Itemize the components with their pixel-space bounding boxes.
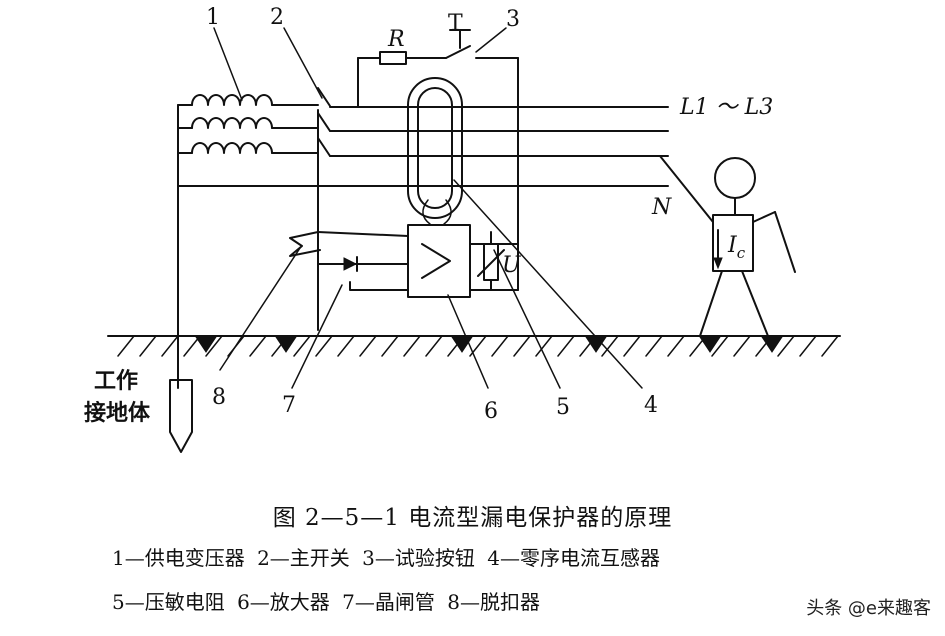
phase-lines [329,106,669,157]
ground-body-label-2: 接地体 [84,400,151,426]
legend-row-1: 1—供电变压器 2—主开关 3—试验按钮 4—零序电流互感器 [112,546,660,570]
leak-current-symbol: I [727,233,738,258]
amplifier [407,224,519,298]
ground-electrode [169,379,193,453]
zero-sequence-ct [407,77,463,225]
callout-5: 5 [556,395,570,420]
ground-body-label-1: 工作 [94,368,138,394]
phase-label: L1 ～ L3 [679,95,773,120]
varistor-label: U [502,253,522,278]
legend-row-2: 5—压敏电阻 6—放大器 7—晶闸管 8—脱扣器 [112,590,540,614]
human-figure [659,155,796,337]
supply-transformer [177,94,273,389]
thyristor [317,256,409,291]
resistor-r [379,51,407,65]
neutral-label: N [651,195,672,220]
figure-caption: 图 2—5—1 电流型漏电保护器的原理 [272,505,673,531]
callout-3: 3 [506,7,520,32]
callout-leaders [213,27,643,389]
leak-current-label: Ic [727,233,746,262]
callout-6: 6 [484,399,498,424]
resistor-label: R [387,27,405,52]
callout-4: 4 [644,393,658,418]
callout-1: 1 [206,5,220,30]
leak-current-subscript: c [737,244,746,262]
callout-7: 7 [282,393,296,418]
watermark: 头条 @e来趣客 [806,598,931,619]
callout-2: 2 [270,5,284,30]
main-switch [271,87,331,331]
trip-device [289,231,409,257]
test-button-symbol: T [448,11,463,36]
callout-8: 8 [212,385,226,410]
varistor [477,231,505,291]
ground [107,335,841,357]
